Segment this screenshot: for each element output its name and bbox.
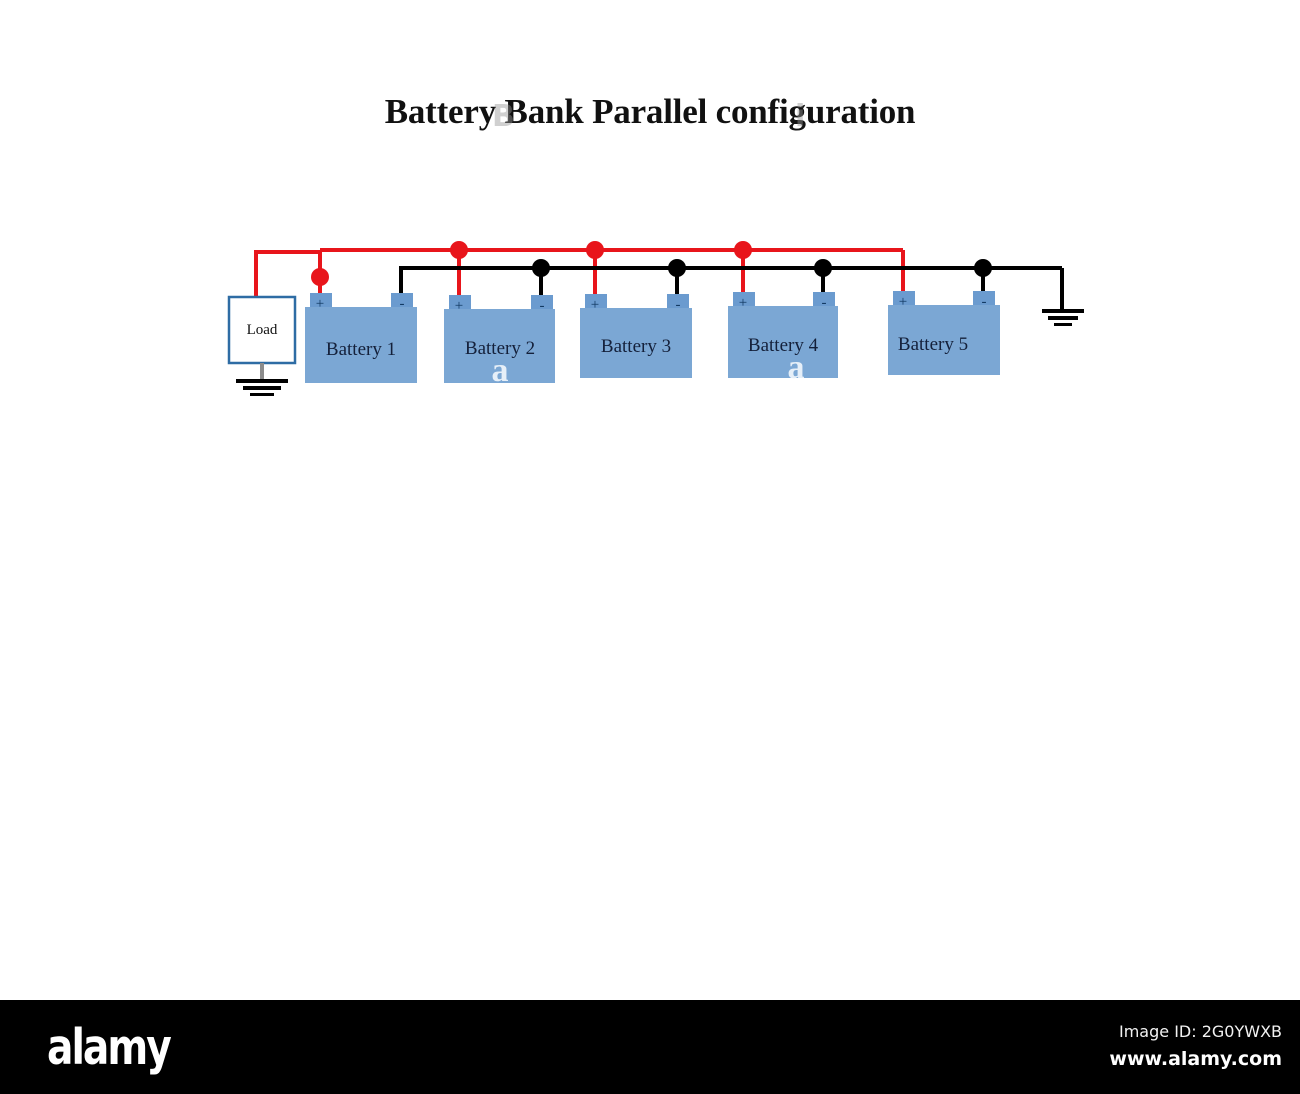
junction-dot-battery-5-negative: [974, 259, 992, 277]
battery-1-body[interactable]: [305, 307, 417, 383]
junction-dot-battery-2-negative: [532, 259, 550, 277]
ground-bar-2: [1048, 316, 1078, 320]
battery-2[interactable]: + - Battery 2 a: [444, 295, 555, 389]
positive-bus-wiring: [254, 248, 905, 302]
diagram-canvas: Battery Bank Parallel configuration B i: [227, 92, 1084, 396]
battery-3[interactable]: + - Battery 3: [580, 294, 692, 378]
battery-2-label: Battery 2: [465, 338, 535, 359]
battery-1-negative-sign: -: [400, 296, 405, 312]
battery-2-negative-sign: -: [540, 298, 545, 314]
watermark-glyph-a-battery-2: a: [492, 352, 509, 389]
battery-4[interactable]: + - Battery 4 a: [728, 292, 838, 386]
battery-5-positive-sign: +: [899, 294, 907, 310]
junction-dot-battery-4-negative: [814, 259, 832, 277]
battery-5-label: Battery 5: [898, 334, 968, 355]
negative-bus-line: [399, 266, 1062, 300]
footer-url: www.alamy.com: [1109, 1048, 1282, 1070]
earth-ground-right: [1042, 309, 1084, 326]
junction-dot-battery-3-positive: [586, 241, 604, 259]
load-block[interactable]: Load: [227, 295, 297, 396]
footer-image-id: Image ID: 2G0YWXB: [1119, 1022, 1282, 1041]
junction-dot-battery-4-positive: [734, 241, 752, 259]
junction-dot-battery-3-negative: [668, 259, 686, 277]
battery-4-positive-sign: +: [739, 295, 747, 311]
page-title: Battery Bank Parallel configuration: [384, 92, 916, 131]
ground-bar-3: [1054, 323, 1072, 326]
battery-2-positive-sign: +: [455, 298, 463, 314]
wiring-schematic: Load + - Battery 1 + -: [227, 241, 1084, 396]
battery-4-body[interactable]: [728, 306, 838, 378]
battery-2-body[interactable]: [444, 309, 555, 383]
battery-3-positive-sign: +: [591, 297, 599, 313]
battery-5[interactable]: + - Battery 5: [888, 291, 1000, 375]
battery-1[interactable]: + - Battery 1: [305, 293, 417, 383]
battery-4-negative-sign: -: [822, 295, 827, 311]
battery-5-body[interactable]: [888, 305, 1000, 375]
ground-bar-1: [1042, 309, 1084, 313]
alamy-logo: alamy: [47, 1019, 172, 1076]
load-positive-lead: [254, 250, 320, 297]
alamy-watermark-footer: alamy Image ID: 2G0YWXB www.alamy.com: [0, 1000, 1300, 1094]
junction-dots: [311, 241, 992, 286]
battery-3-label: Battery 3: [601, 336, 671, 357]
battery-1-positive-sign: +: [316, 296, 324, 312]
battery-3-body[interactable]: [580, 308, 692, 378]
load-label: Load: [247, 322, 278, 338]
load-ground-bar-3: [250, 393, 274, 396]
junction-dot-load-positive: [311, 268, 329, 286]
battery-3-negative-sign: -: [676, 297, 681, 313]
battery-5-negative-sign: -: [982, 294, 987, 310]
load-ground-bar-2: [243, 386, 281, 390]
junction-dot-battery-2-positive: [450, 241, 468, 259]
load-ground-bar-1: [236, 379, 288, 383]
battery-1-label: Battery 1: [326, 339, 396, 360]
watermark-glyph-a-battery-4: a: [788, 349, 805, 386]
negative-bus-wiring: [399, 266, 1064, 310]
battery-4-label: Battery 4: [748, 335, 819, 356]
